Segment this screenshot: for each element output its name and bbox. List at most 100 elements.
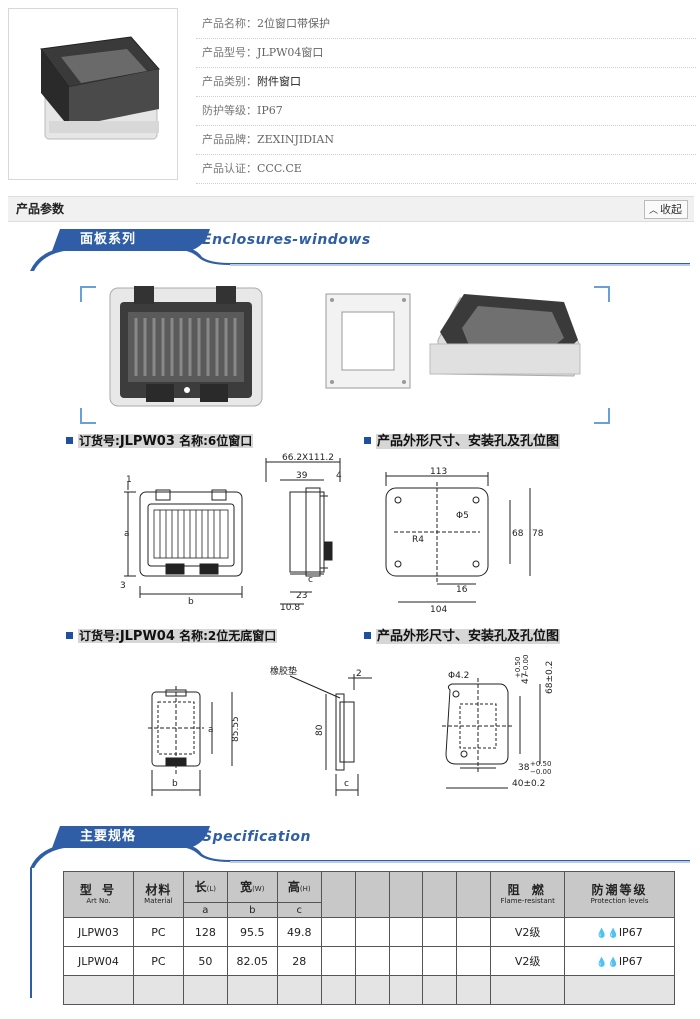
cell-material: PC (132, 917, 184, 947)
square-bullet-icon (66, 632, 73, 639)
cell-empty (182, 975, 228, 1005)
square-bullet-icon (66, 437, 73, 444)
window-2pos-photo (429, 294, 581, 377)
table-row: JLPW04 PC 50 82.05 28 V2级 💧💧IP67 (63, 946, 675, 976)
th-c: c (276, 902, 322, 918)
cell-protection: 💧💧IP67 (564, 917, 675, 947)
tech-drawing-jlpw03: a 1 3 b 66.2X111.2 39 4 c 23 10.8 113 Φ5… (120, 453, 544, 615)
corner-bracket-tr (594, 286, 610, 302)
collapse-label: 收起 (660, 203, 682, 216)
cell-model: JLPW04 (63, 946, 134, 976)
cell-flame: V2级 (490, 917, 566, 947)
product-window-image (40, 36, 160, 140)
th-a: a (182, 902, 228, 918)
banner-title-en: Enclosures-windows (202, 232, 371, 248)
th-empty (354, 871, 390, 918)
dim2-38-minus: −0.00 (530, 768, 551, 776)
water-drops-icon: 💧💧 (596, 928, 619, 939)
th-height: 高(H) (276, 871, 322, 903)
dim2-38: 38 (518, 763, 530, 773)
dim2-47: 47 (521, 673, 531, 684)
cell-empty (320, 917, 356, 947)
window-6pos-photo (109, 286, 263, 407)
params-header-bar: 产品参数 ︿收起 (8, 196, 694, 222)
cell-empty (388, 946, 424, 976)
banner-enclosures: 面板系列 Enclosures-windows (30, 229, 690, 271)
dim-113: 113 (430, 467, 447, 477)
window-frame-photo (325, 293, 411, 389)
water-drops-icon: 💧💧 (596, 957, 619, 968)
table-subheader-row: a b c (64, 902, 675, 918)
dim-39: 39 (296, 471, 308, 481)
dim-c: c (308, 575, 313, 585)
accent-line (30, 868, 32, 998)
th-b: b (226, 902, 278, 918)
corner-bracket-tl (80, 286, 96, 302)
dim-a: a (124, 529, 130, 539)
dim2-85-55: 85.55 (231, 716, 241, 742)
dim2-rubber-gasket: 橡胶垫 (270, 665, 297, 677)
cell-empty (456, 975, 492, 1005)
cell-empty (388, 975, 424, 1005)
cell-empty (276, 975, 322, 1005)
cell-empty (132, 975, 184, 1005)
info-row-model: 产品型号：JLPW04窗口 (196, 39, 696, 68)
info-row-cert: 产品认证：CCC.CE (196, 155, 696, 184)
dim-68: 68 (512, 529, 524, 539)
dims-heading-2: 产品外形尺寸、安装孔及孔位图 (364, 625, 561, 644)
order-heading-jlpw03: 订货号:JLPW03 名称:6位窗口 (66, 432, 254, 449)
product-photos (109, 286, 581, 407)
dim2-47-minus: −0.00 (522, 655, 530, 676)
th-empty (422, 871, 458, 918)
dim-16: 16 (456, 585, 468, 595)
square-bullet-icon (364, 632, 371, 639)
banner-swoosh (30, 844, 690, 868)
cell-empty (422, 917, 458, 947)
dim2-38-plus: +0.50 (530, 760, 551, 768)
table-row-empty (63, 975, 675, 1005)
info-row-brand: 产品品牌：ZEXINJIDIAN (196, 126, 696, 155)
cell-empty (456, 946, 492, 976)
product-thumbnail[interactable] (8, 8, 178, 180)
cell-empty (320, 946, 356, 976)
dims-heading-1: 产品外形尺寸、安装孔及孔位图 (364, 430, 561, 449)
banner-title-cn: 面板系列 (80, 232, 137, 247)
cell-width: 82.05 (226, 946, 278, 976)
banner-title-cn: 主要规格 (80, 829, 137, 844)
cell-flame: V2级 (490, 946, 566, 976)
banner-title-en: Specification (202, 829, 311, 845)
cell-empty (388, 917, 424, 947)
dim-3: 3 (120, 581, 126, 591)
cell-material: PC (132, 946, 184, 976)
cell-height: 49.8 (276, 917, 322, 947)
cell-height: 28 (276, 946, 322, 976)
cell-empty (490, 975, 566, 1005)
dim-104: 104 (430, 605, 447, 615)
cell-length: 50 (182, 946, 228, 976)
cell-length: 128 (182, 917, 228, 947)
dim-23: 23 (296, 591, 307, 601)
dim-4: 4 (336, 471, 342, 481)
th-width: 宽(W) (226, 871, 278, 903)
th-empty (456, 871, 492, 918)
dim-66-111: 66.2X111.2 (282, 453, 334, 463)
dim2-80: 80 (315, 724, 325, 736)
cell-empty (422, 946, 458, 976)
cell-empty (422, 975, 458, 1005)
cell-model: JLPW03 (63, 917, 134, 947)
dim-10-8: 10.8 (280, 603, 300, 613)
dim2-a: a (208, 725, 214, 735)
collapse-button[interactable]: ︿收起 (643, 200, 688, 219)
dim2-c: c (344, 779, 349, 789)
info-row-protection: 防护等级：IP67 (196, 97, 696, 126)
cell-empty (226, 975, 278, 1005)
cell-empty (456, 917, 492, 947)
product-info-list: 产品名称：2位窗口带保护 产品型号：JLPW04窗口 产品类别：附件窗口 防护等… (196, 10, 696, 184)
info-row-category: 产品类别：附件窗口 (196, 68, 696, 97)
